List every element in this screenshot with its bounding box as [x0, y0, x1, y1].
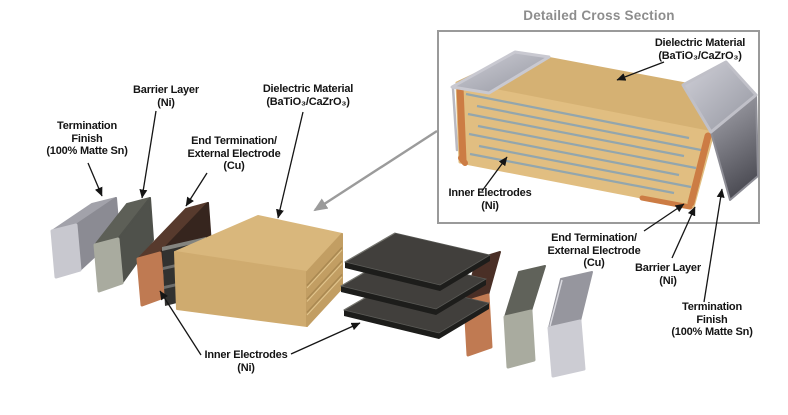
label-line: Inner Electrodes	[448, 187, 532, 199]
label-end-termination-left: End Termination/ External Electrode (Cu)	[169, 135, 299, 173]
label-line: (100% Matte Sn)	[671, 326, 753, 339]
label-line: Termination	[682, 301, 742, 313]
label-line: (Ni)	[659, 274, 677, 287]
detail-panel-title: Detailed Cross Section	[523, 8, 675, 23]
right-termination-cap	[681, 60, 759, 201]
arrow-inner-electrodes-left	[159, 290, 202, 356]
label-line: End Termination/	[551, 232, 637, 244]
label-line: Barrier Layer	[133, 84, 199, 96]
arrow-termination-finish-detail	[703, 188, 725, 303]
arrow-dielectric-left	[276, 111, 304, 219]
label-barrier-layer-detail: Barrier Layer (Ni)	[603, 262, 733, 287]
label-line: External Electrode	[187, 147, 281, 160]
detail-panel	[437, 30, 760, 303]
label-end-termination-detail: End Termination/ External Electrode (Cu)	[529, 232, 659, 270]
label-inner-electrodes-detail: Inner Electrodes (Ni)	[425, 187, 555, 212]
label-line: Dielectric Material	[262, 83, 354, 95]
inner-electrode-plates-right	[339, 232, 492, 339]
label-line: Dielectric Material	[654, 37, 746, 49]
label-line: Termination	[57, 120, 117, 132]
label-line: (Cu)	[583, 257, 605, 270]
label-line: (100% Matte Sn)	[46, 145, 128, 158]
label-termination-finish-detail: Termination Finish (100% Matte Sn)	[647, 301, 777, 339]
arrow-end-termination-left	[185, 172, 208, 207]
label-line: (Ni)	[157, 96, 175, 109]
copper-termination-stripes	[456, 83, 712, 210]
electrode-plate	[343, 232, 492, 291]
exploded-view	[50, 110, 593, 378]
callout-arrows-exploded	[87, 110, 361, 356]
label-line: (Ni)	[237, 361, 255, 374]
detail-chip	[450, 50, 759, 210]
termination-finish-block-right	[547, 271, 593, 378]
left-termination-cap	[450, 50, 551, 95]
label-line: Barrier Layer	[635, 262, 701, 274]
label-barrier-layer-left: Barrier Layer (Ni)	[101, 84, 231, 109]
termination-finish-block-left	[50, 197, 120, 279]
arrow-termination-finish-left	[87, 162, 103, 197]
label-line: (Cu)	[223, 160, 245, 173]
arrow-inner-electrodes-right	[290, 322, 361, 355]
label-dielectric-left: Dielectric Material (BaTiO₃/CaZrO₃)	[243, 83, 373, 108]
label-line: End Termination/	[191, 135, 277, 147]
arrow-inner-electrodes-detail	[481, 156, 508, 192]
label-line: Finish	[71, 132, 103, 145]
arrow-dielectric-detail	[616, 61, 665, 81]
barrier-layer-block-right	[503, 265, 546, 369]
label-dielectric-detail: Dielectric Material (BaTiO₃/CaZrO₃)	[635, 37, 765, 62]
label-line: Inner Electrodes	[204, 349, 288, 361]
label-inner-electrodes-left: Inner Electrodes (Ni)	[181, 349, 311, 374]
arrow-barrier-layer-detail	[671, 206, 696, 259]
label-line: External Electrode	[547, 244, 641, 257]
dielectric-block	[174, 215, 343, 327]
arrow-barrier-layer-left	[139, 110, 157, 199]
label-line: (BaTiO₃/CaZrO₃)	[266, 95, 350, 108]
callout-arrows-detail	[481, 61, 725, 303]
arrow-end-termination-detail	[643, 203, 685, 232]
label-termination-finish-left: Termination Finish (100% Matte Sn)	[22, 120, 152, 158]
label-line: Finish	[696, 313, 728, 326]
barrier-layer-block-left	[93, 197, 154, 293]
label-line: (BaTiO₃/CaZrO₃)	[658, 49, 742, 62]
label-line: (Ni)	[481, 199, 499, 212]
detail-pointer-arrow	[313, 129, 438, 212]
left-cap-edge	[451, 86, 459, 152]
